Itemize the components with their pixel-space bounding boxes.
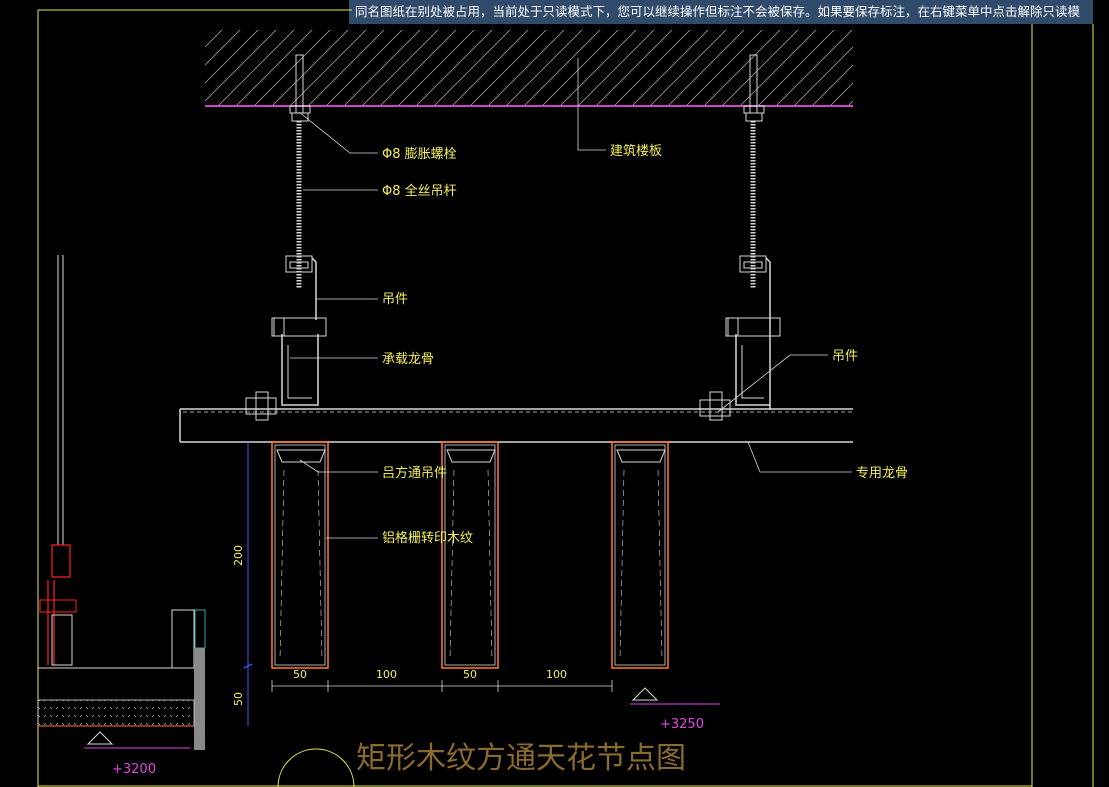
label-expansion-bolt: Φ8 膨胀螺栓: [382, 147, 457, 162]
elevation-marker-left: +3200: [84, 731, 190, 777]
label-hanger-right: 吊件: [832, 349, 858, 364]
elevation-marker-right: +3250: [630, 687, 720, 732]
dimension-width-2: 100: [376, 668, 397, 681]
leader-lines: [290, 58, 852, 539]
label-square-tube-hanger: 吕方通吊件: [382, 465, 447, 481]
label-hanger-left: 吊件: [382, 292, 408, 307]
right-hanger-assembly: [699, 54, 781, 421]
drawing-title: 矩形木纹方通天花节点图: [356, 741, 686, 776]
elevation-left-text: +3200: [112, 762, 156, 777]
special-keel-beam: [179, 408, 853, 443]
dimension-width-1: 50: [293, 668, 307, 681]
building-slab: [205, 30, 853, 107]
title-bubble-arc: [277, 748, 355, 787]
dimension-width-3: 50: [463, 668, 477, 681]
dimension-lines: [243, 442, 613, 726]
label-aluminum-grille: 铝格栅转印木纹: [382, 530, 473, 546]
label-main-keel: 承载龙骨: [382, 352, 434, 367]
elevation-right-text: +3250: [660, 717, 704, 732]
aluminum-grille-1: [271, 441, 329, 669]
dimension-200: 200: [232, 545, 245, 566]
read-only-notice-banner: 同名图纸在别处被占用，当前处于只读模式下，您可以继续操作但标注不会被保存。如果要…: [349, 0, 1093, 24]
aluminum-grille-2: [441, 441, 499, 669]
left-wall-section: [37, 255, 206, 750]
left-hanger-assembly: [245, 54, 327, 421]
label-threaded-rod: Φ8 全丝吊杆: [382, 183, 457, 199]
dimension-50-vertical: 50: [232, 692, 245, 706]
dimension-width-4: 100: [546, 668, 567, 681]
aluminum-grille-3: [611, 441, 669, 669]
drawing-frame: [37, 9, 1094, 787]
label-special-keel: 专用龙骨: [856, 466, 908, 481]
label-building-slab: 建筑楼板: [610, 143, 662, 159]
